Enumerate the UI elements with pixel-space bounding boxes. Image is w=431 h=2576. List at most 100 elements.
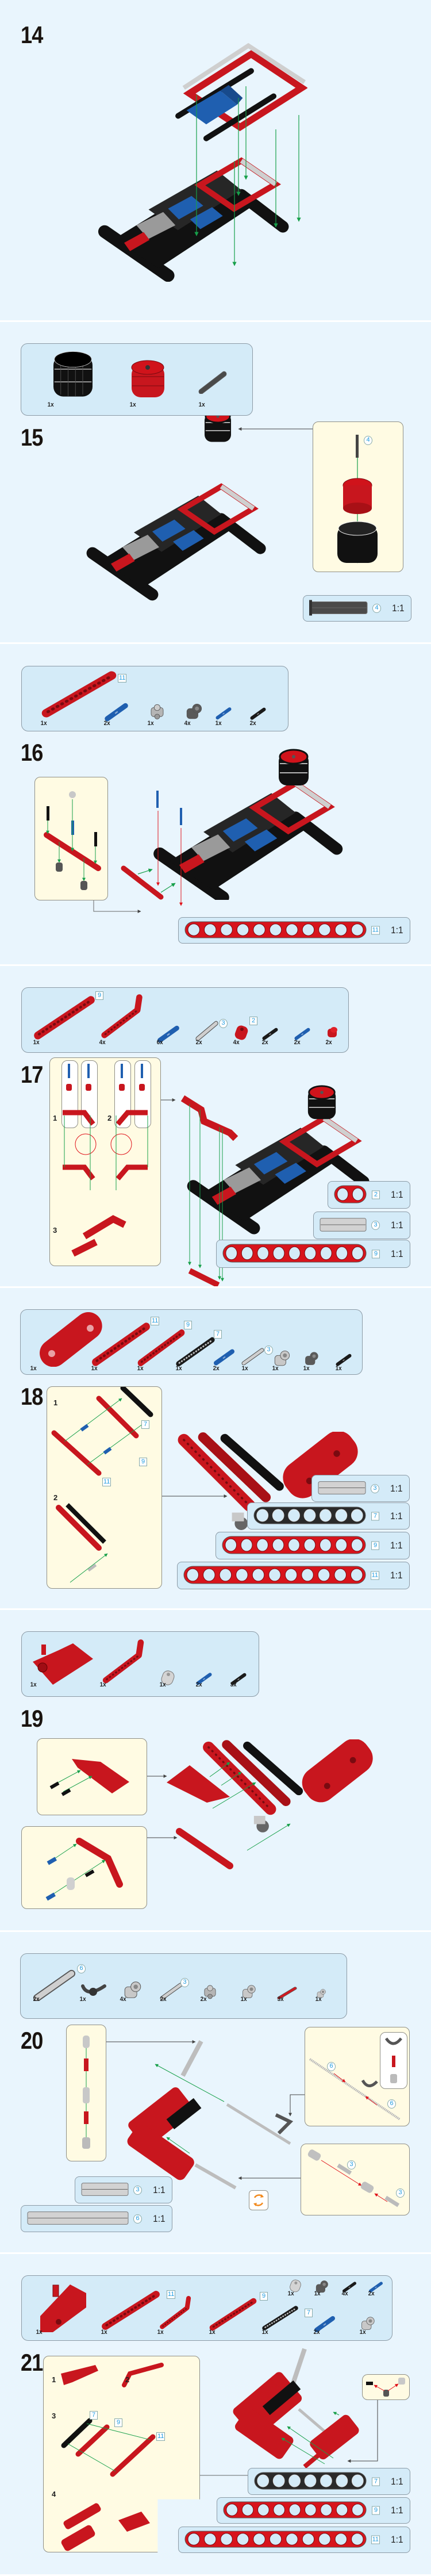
beam-length-tag: 11 [156, 2432, 166, 2441]
part-quantity: 2x [195, 1681, 202, 1688]
scale-reference-axle: 6 1:1 [21, 2205, 172, 2232]
part-quantity: 2x [325, 1039, 332, 1046]
part-quantity: 1x [315, 1996, 322, 2003]
part-quantity: 1x [272, 1365, 279, 1372]
scale-ratio: 1:1 [391, 2505, 403, 2516]
beam-scale-shape [184, 921, 367, 938]
axle-dark-shape [198, 371, 227, 394]
conn-grey-shape [361, 2317, 375, 2330]
part-quantity: 1x [157, 2329, 164, 2336]
scale-length-tag: 7 [372, 2477, 380, 2486]
callout-bumper-assembly [34, 777, 108, 900]
beam-red-part-icon [137, 1328, 186, 1367]
conn-dark-shape [305, 1352, 318, 1365]
pin-blue-part-icon [195, 1670, 213, 1686]
conn-grey-shape [274, 1350, 290, 1366]
conn-grey-shape [124, 1981, 141, 1998]
steering-wheel-subassembly-box [380, 2032, 407, 2089]
conn-grey-part-icon [359, 2315, 376, 2332]
scale-ratio: 1:1 [153, 2184, 166, 2195]
part-length-tag: 9 [260, 2292, 268, 2301]
axle-length-tag: 3 [347, 2160, 356, 2169]
part-quantity: 2x [213, 1365, 220, 1372]
part-quantity: 2x [200, 1996, 207, 2003]
liftarm2-grey-shape [290, 2279, 301, 2293]
beam-red-shape [41, 671, 117, 718]
scale-ratio: 1:1 [390, 1510, 403, 1521]
part-quantity: 2x [195, 1039, 202, 1046]
substep-label: 4 [52, 2490, 56, 2498]
rim-part-icon [129, 359, 167, 400]
liftarm2-grey-part-icon [287, 2277, 303, 2294]
beam-red-shape [209, 2298, 257, 2331]
axle-scale-shape [309, 600, 368, 616]
part-quantity: 1x [241, 1365, 248, 1372]
beam-scale-shape [184, 2531, 367, 2548]
pin-blue-shape [216, 707, 232, 720]
beam-black-shape [262, 2306, 298, 2330]
chassis-illustration [83, 446, 267, 601]
part-quantity: 1x [261, 2329, 268, 2336]
uj-shape [151, 704, 164, 720]
substep-label: 3 [52, 2412, 56, 2420]
conn-grey-shape [243, 1985, 256, 1998]
scale-ratio: 1:1 [153, 2213, 166, 2224]
part-quantity: 2x [261, 1039, 268, 1046]
wheel-illustration [305, 1084, 339, 1121]
callout-column-assembly [66, 2025, 106, 2161]
part-length-tag: 11 [151, 1317, 160, 1325]
part-quantity: 4x [184, 720, 191, 727]
beam-scale-shape [254, 2472, 367, 2490]
axle-length-tag: 3 [396, 2188, 405, 2198]
bumper-assembly-diagram [44, 791, 101, 890]
lbeam-red-shape [102, 1639, 144, 1684]
part-quantity: 1x [36, 2329, 43, 2336]
uj-shape [204, 1985, 216, 1999]
pin-blue-part-icon [156, 1023, 180, 1044]
bumper-subassembly-diagram [63, 1064, 148, 1257]
pin-blue-part-icon [294, 1026, 311, 1041]
panel-wing-part-icon [36, 2282, 88, 2332]
step-number: 16 [21, 739, 43, 766]
bush-red-shape [328, 1027, 337, 1037]
beam-black-part-icon [175, 1336, 216, 1367]
lbeam-red-part-icon [99, 994, 148, 1041]
beam-red-part-icon [33, 995, 96, 1041]
axle-scale-shape [320, 1218, 367, 1232]
beam-length-tag: 11 [102, 1478, 111, 1486]
steering-shaft-diagram [309, 2058, 401, 2121]
bush-red-part-icon [325, 1025, 340, 1040]
part-quantity: 3x [230, 1681, 237, 1688]
axle-red-shape [277, 1987, 297, 1999]
beam-scale-shape [223, 2501, 367, 2518]
liftarm2-grey-shape [161, 1670, 175, 1685]
part-quantity: 3x [277, 1996, 284, 2003]
callout-lbeam-pins [21, 1826, 147, 1909]
substep-label: 2 [53, 1493, 58, 1502]
part-length-tag: 3 [264, 1346, 273, 1355]
conn-dark-shape [315, 2280, 328, 2293]
beam-scale-shape [222, 1244, 367, 1263]
scale-length-tag: 6 [133, 2214, 142, 2224]
tire-shape [53, 351, 93, 397]
scale-length-tag: 9 [371, 1541, 379, 1550]
conn-grey-part-icon [315, 1988, 328, 1999]
scale-length-tag: 3 [371, 1221, 380, 1230]
callout-bumper-subassemblies: 1 2 3 [49, 1057, 161, 1266]
pin-blue-shape [294, 1028, 310, 1040]
pin-blue-shape [157, 1025, 179, 1043]
scale-ratio: 1:1 [391, 2475, 403, 2487]
conn-dark-part-icon [303, 1350, 320, 1368]
pin-blue-shape [369, 2282, 383, 2293]
callout-steering-shaft: 6 6 [305, 2027, 410, 2126]
callout-connector-pins [362, 2374, 410, 2400]
part-quantity: 1x [287, 2290, 294, 2297]
pin-black-part-icon [249, 706, 267, 720]
lbeam-red-shape [160, 2295, 191, 2329]
scale-length-tag: 3 [371, 1483, 379, 1493]
part-quantity: 4x [99, 1039, 106, 1046]
